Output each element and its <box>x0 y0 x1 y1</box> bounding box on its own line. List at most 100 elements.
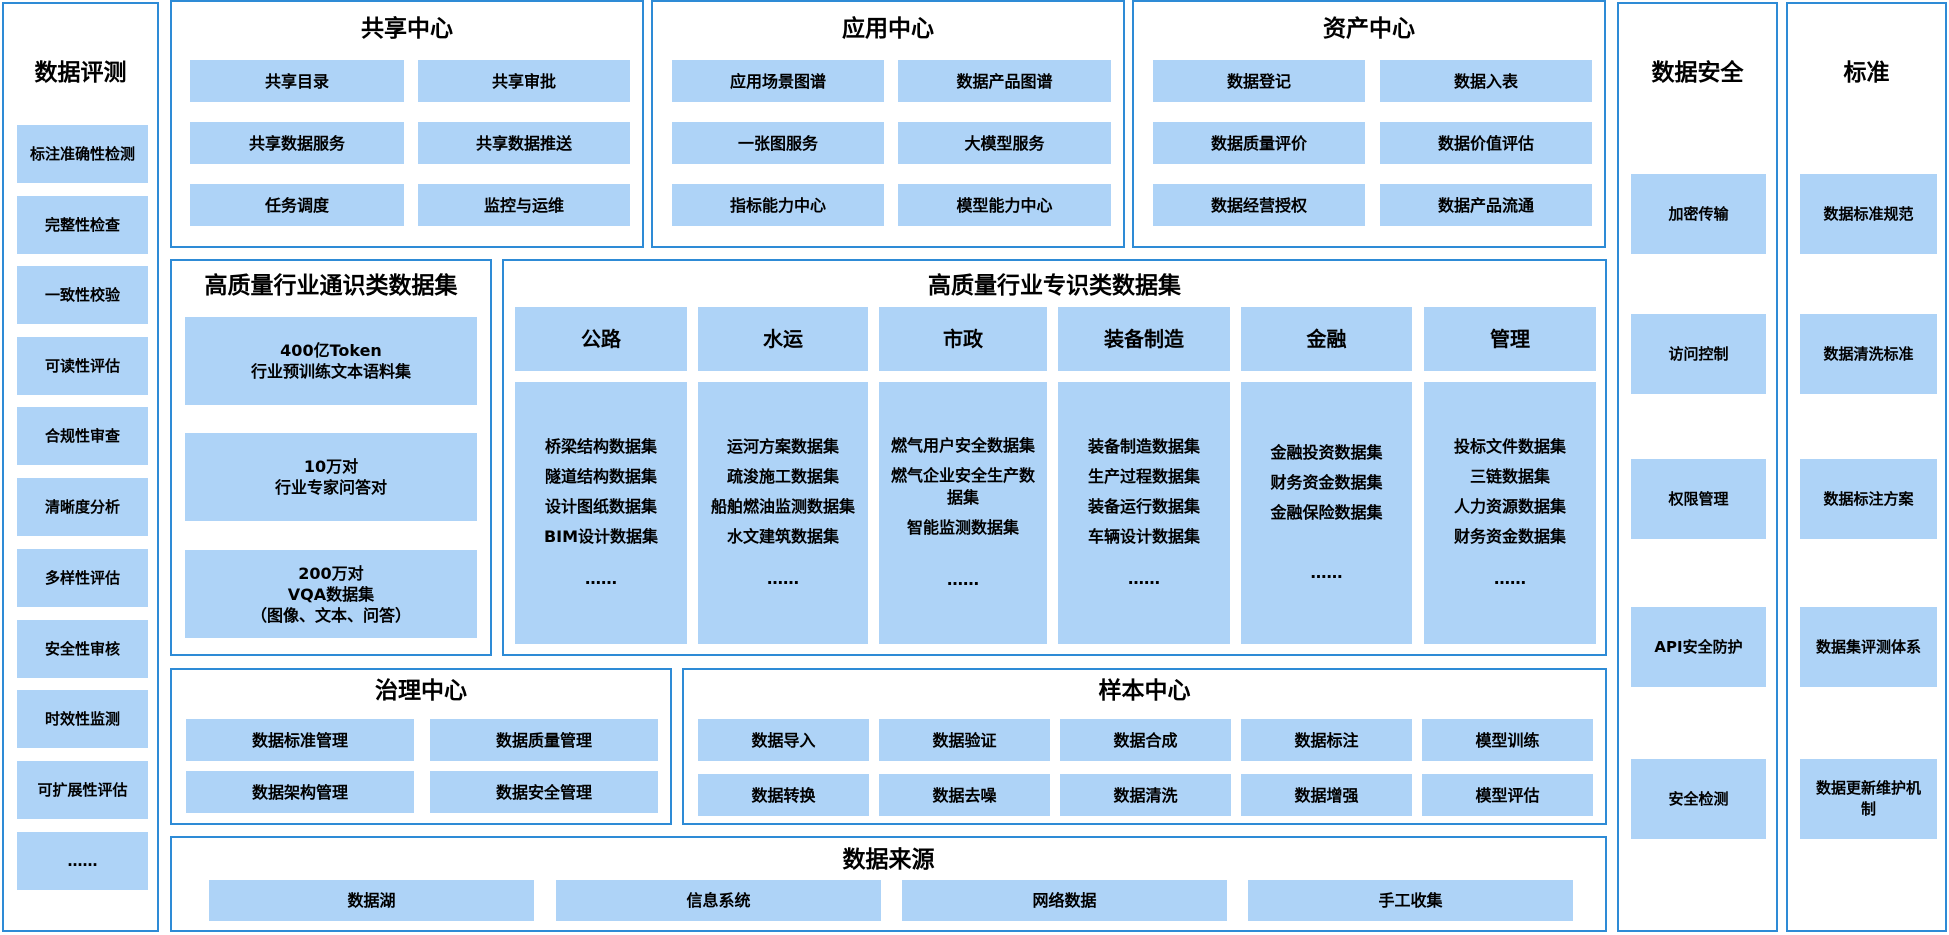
standard-item: 数据集评测体系 <box>1800 607 1937 687</box>
security-item: 加密传输 <box>1631 174 1766 254</box>
dataset-item-more: …… <box>1128 569 1160 588</box>
evaluation-item: …… <box>17 832 148 890</box>
category-header-finance: 金融 <box>1241 307 1412 371</box>
governance-item: 数据架构管理 <box>186 771 414 813</box>
dataset-item: 财务资金数据集 <box>1453 527 1566 546</box>
evaluation-item: 安全性审核 <box>17 620 148 678</box>
dataset-item-more: …… <box>947 570 979 589</box>
share-item: 共享数据服务 <box>190 122 404 164</box>
category-list-waterway: 运河方案数据集 疏浚施工数据集 船舶燃油监测数据集 水文建筑数据集 …… <box>698 382 868 644</box>
evaluation-item: 可扩展性评估 <box>17 761 148 819</box>
share-item: 监控与运维 <box>418 184 630 226</box>
dataset-item: 投标文件数据集 <box>1453 437 1566 456</box>
sample-center-title: 样本中心 <box>1098 678 1191 704</box>
sample-center-panel: 样本中心 数据导入 数据验证 数据合成 数据标注 模型训练 数据转换 数据去噪 … <box>682 668 1607 825</box>
data-security-title: 数据安全 <box>1651 60 1744 86</box>
evaluation-item: 一致性校验 <box>17 266 148 324</box>
dataset-item: 装备运行数据集 <box>1087 497 1200 516</box>
asset-item: 数据登记 <box>1153 60 1365 102</box>
dataset-item: 船舶燃油监测数据集 <box>710 497 855 516</box>
general-dataset-panel: 高质量行业通识类数据集 400亿Token 行业预训练文本语料集 10万对 行业… <box>170 259 492 656</box>
sample-item: 模型评估 <box>1422 774 1593 816</box>
dataset-item-more: …… <box>767 569 799 588</box>
category-list-finance: 金融投资数据集 财务资金数据集 金融保险数据集 …… <box>1241 382 1412 644</box>
security-item: 访问控制 <box>1631 314 1766 394</box>
sample-item: 数据验证 <box>879 719 1050 761</box>
category-list-equipment: 装备制造数据集 生产过程数据集 装备运行数据集 车辆设计数据集 …… <box>1058 382 1230 644</box>
evaluation-item: 合规性审查 <box>17 407 148 465</box>
sample-item: 数据标注 <box>1241 719 1412 761</box>
dataset-item: 桥梁结构数据集 <box>544 437 657 456</box>
asset-item: 数据价值评估 <box>1380 122 1592 164</box>
application-item: 指标能力中心 <box>672 184 884 226</box>
sample-item: 数据增强 <box>1241 774 1412 816</box>
governance-item: 数据质量管理 <box>430 719 658 761</box>
dataset-item: 人力资源数据集 <box>1453 497 1566 516</box>
dataset-item-more: …… <box>1310 563 1343 582</box>
dataset-item: BIM设计数据集 <box>543 527 659 546</box>
asset-item: 数据经营授权 <box>1153 184 1365 226</box>
application-center-title: 应用中心 <box>842 16 934 42</box>
share-center-title: 共享中心 <box>361 16 453 42</box>
sample-item: 数据合成 <box>1060 719 1231 761</box>
evaluation-title: 数据评测 <box>34 60 127 86</box>
standard-item: 数据标准规范 <box>1800 174 1937 254</box>
dataset-item: 运河方案数据集 <box>726 437 839 456</box>
sample-item: 数据去噪 <box>879 774 1050 816</box>
special-dataset-panel: 高质量行业专识类数据集 公路 桥梁结构数据集 隧道结构数据集 设计图纸数据集 B… <box>502 259 1607 656</box>
category-list-highway: 桥梁结构数据集 隧道结构数据集 设计图纸数据集 BIM设计数据集 …… <box>515 382 687 644</box>
standard-panel: 标准 数据标准规范 数据清洗标准 数据标注方案 数据集评测体系 数据更新维护机制 <box>1786 2 1947 932</box>
dataset-item: 水文建筑数据集 <box>726 527 839 546</box>
evaluation-item: 时效性监测 <box>17 690 148 748</box>
governance-item: 数据标准管理 <box>186 719 414 761</box>
source-item: 手工收集 <box>1248 880 1573 921</box>
dataset-item: 金融保险数据集 <box>1270 503 1383 522</box>
asset-center-panel: 资产中心 数据登记 数据入表 数据质量评价 数据价值评估 数据经营授权 数据产品… <box>1132 0 1606 248</box>
evaluation-item: 清晰度分析 <box>17 478 148 536</box>
dataset-item: 车辆设计数据集 <box>1087 527 1200 546</box>
asset-item: 数据质量评价 <box>1153 122 1365 164</box>
dataset-item: 燃气企业安全生产数据集 <box>890 466 1035 507</box>
share-item: 共享审批 <box>418 60 630 102</box>
share-center-panel: 共享中心 共享目录 共享审批 共享数据服务 共享数据推送 任务调度 监控与运维 <box>170 0 644 248</box>
sample-item: 数据转换 <box>698 774 869 816</box>
application-item: 一张图服务 <box>672 122 884 164</box>
source-item: 信息系统 <box>556 880 881 921</box>
evaluation-item: 完整性检查 <box>17 196 148 254</box>
asset-item: 数据产品流通 <box>1380 184 1592 226</box>
data-security-panel: 数据安全 加密传输 访问控制 权限管理 API安全防护 安全检测 <box>1617 2 1778 932</box>
evaluation-panel: 数据评测 标注准确性检测 完整性检查 一致性校验 可读性评估 合规性审查 清晰度… <box>2 2 159 932</box>
security-item: 权限管理 <box>1631 459 1766 539</box>
governance-item: 数据安全管理 <box>430 771 658 813</box>
standard-item: 数据清洗标准 <box>1800 314 1937 394</box>
sample-item: 数据导入 <box>698 719 869 761</box>
dataset-item: 装备制造数据集 <box>1087 437 1200 456</box>
application-center-panel: 应用中心 应用场景图谱 数据产品图谱 一张图服务 大模型服务 指标能力中心 模型… <box>651 0 1125 248</box>
standard-title: 标准 <box>1843 60 1890 86</box>
data-source-panel: 数据来源 数据湖 信息系统 网络数据 手工收集 <box>170 836 1607 932</box>
share-item: 共享数据推送 <box>418 122 630 164</box>
evaluation-item: 多样性评估 <box>17 549 148 607</box>
share-item: 任务调度 <box>190 184 404 226</box>
application-item: 数据产品图谱 <box>898 60 1111 102</box>
application-item: 大模型服务 <box>898 122 1111 164</box>
general-dataset-item: 10万对 行业专家问答对 <box>185 433 477 521</box>
dataset-item: 设计图纸数据集 <box>544 497 657 516</box>
security-item: 安全检测 <box>1631 759 1766 839</box>
category-header-management: 管理 <box>1424 307 1596 371</box>
dataset-item: 疏浚施工数据集 <box>726 467 839 486</box>
application-item: 模型能力中心 <box>898 184 1111 226</box>
category-list-management: 投标文件数据集 三链数据集 人力资源数据集 财务资金数据集 …… <box>1424 382 1596 644</box>
share-item: 共享目录 <box>190 60 404 102</box>
governance-center-title: 治理中心 <box>375 678 467 704</box>
category-header-highway: 公路 <box>515 307 687 371</box>
source-item: 网络数据 <box>902 880 1227 921</box>
general-dataset-item: 200万对 VQA数据集 （图像、文本、问答） <box>185 550 477 638</box>
dataset-item: 生产过程数据集 <box>1087 467 1200 486</box>
dataset-item: 三链数据集 <box>1469 467 1550 486</box>
category-header-waterway: 水运 <box>698 307 868 371</box>
dataset-item-more: …… <box>1494 569 1526 588</box>
governance-center-panel: 治理中心 数据标准管理 数据质量管理 数据架构管理 数据安全管理 <box>170 668 672 825</box>
source-item: 数据湖 <box>209 880 534 921</box>
category-list-municipal: 燃气用户安全数据集 燃气企业安全生产数据集 智能监测数据集 …… <box>879 382 1047 644</box>
